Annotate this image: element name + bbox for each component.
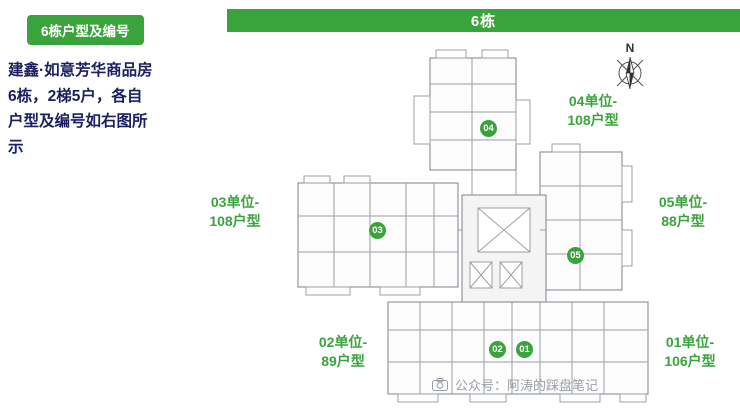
building-title-bar: 6栋 <box>227 9 740 32</box>
unit-label-03: 03单位- 108户型 <box>190 193 280 231</box>
unit-label-01: 01单位- 106户型 <box>645 333 735 371</box>
watermark-text: 公众号：阿涛的踩盘笔记 <box>454 377 598 393</box>
section-badge: 6栋户型及编号 <box>27 15 144 45</box>
unit-label-line: 02单位- <box>318 334 368 350</box>
unit-label-line: 108户型 <box>567 112 619 128</box>
unit-marker-05: 05 <box>567 247 584 264</box>
unit-label-04: 04单位- 108户型 <box>548 92 638 130</box>
unit-label-line: 89户型 <box>321 353 365 369</box>
camera-icon <box>431 377 448 391</box>
unit-label-line: 108户型 <box>209 213 261 229</box>
description-line: 示 <box>8 138 24 156</box>
description-line: 建鑫·如意芳华商品房 <box>8 62 153 79</box>
unit-label-line: 88户型 <box>661 213 705 229</box>
unit-label-05: 05单位- 88户型 <box>638 193 728 231</box>
unit-marker-01: 01 <box>516 341 533 358</box>
description-line: 6栋，2梯5户，各自 <box>8 87 143 105</box>
description-line: 户型及编号如右图所 <box>8 113 148 130</box>
unit-label-line: 106户型 <box>664 353 716 369</box>
unit-label-line: 05单位- <box>658 194 708 210</box>
unit-marker-03: 03 <box>369 222 386 239</box>
unit-label-line: 03单位- <box>210 194 260 210</box>
unit-marker-04: 04 <box>480 120 497 137</box>
description-text: 建鑫·如意芳华商品房 6栋，2梯5户，各自 户型及编号如右图所 示 <box>8 58 188 160</box>
unit-marker-02: 02 <box>489 341 506 358</box>
watermark: 公众号：阿涛的踩盘笔记 <box>290 374 740 394</box>
section-badge-label: 6栋户型及编号 <box>41 24 130 39</box>
building-title: 6栋 <box>470 13 497 30</box>
compass-north-label: N <box>626 41 635 55</box>
north-compass-icon: N <box>616 41 644 90</box>
unit-label-line: 04单位- <box>568 93 618 109</box>
unit-label-02: 02单位- 89户型 <box>298 333 388 371</box>
unit-label-line: 01单位- <box>665 334 715 350</box>
